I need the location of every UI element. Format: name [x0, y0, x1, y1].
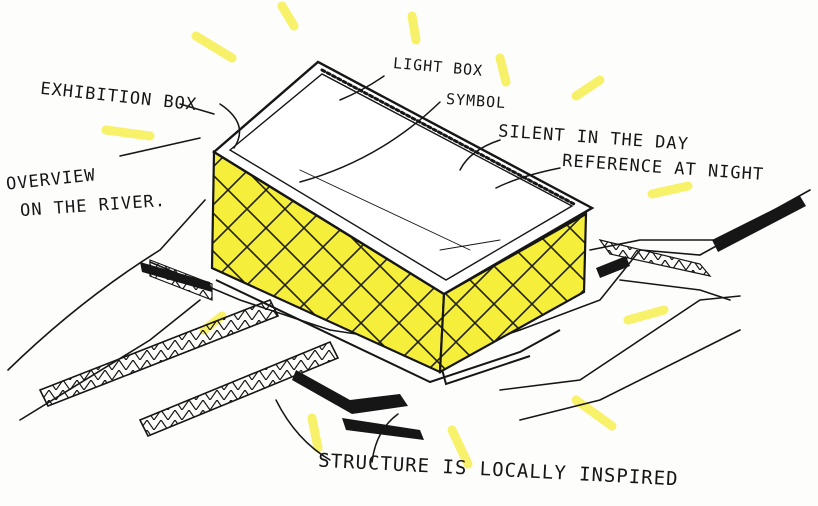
annotation-leaders	[119, 75, 561, 463]
truss-walkways	[38, 239, 712, 438]
box-roof	[211, 60, 595, 296]
box-facades	[210, 150, 588, 374]
